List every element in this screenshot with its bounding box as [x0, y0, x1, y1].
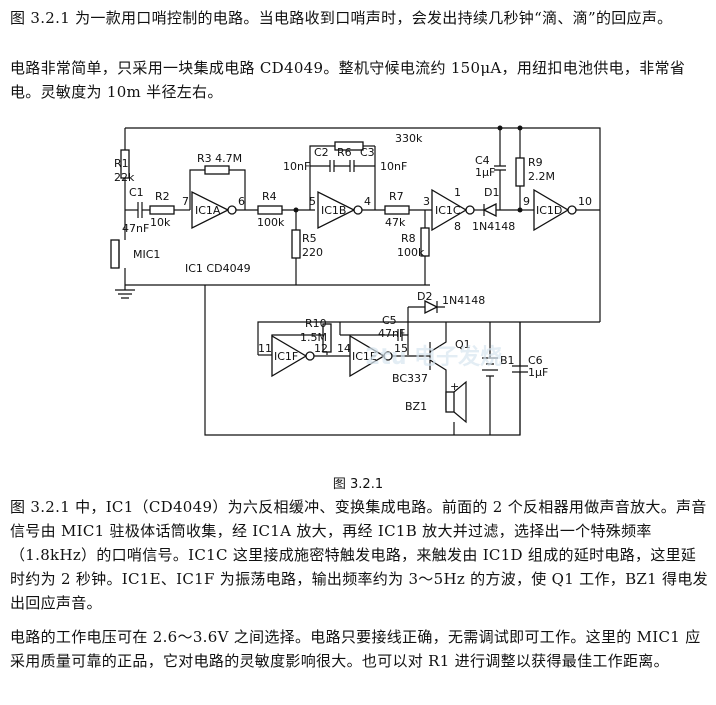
bz1-buzzer — [445, 391, 455, 413]
r2-value: 10k — [150, 216, 171, 229]
c2-label: C2 — [314, 146, 329, 159]
ic1a-inverter — [191, 190, 230, 230]
r9-value: 2.2M — [528, 170, 555, 183]
c1-label: C1 — [129, 186, 144, 199]
c3-value: 10nF — [380, 160, 407, 173]
pin12: 12 — [314, 342, 328, 355]
pin9: 9 — [523, 195, 530, 208]
pin5: 5 — [309, 195, 316, 208]
ic1b-label: IC1B — [321, 204, 346, 217]
r1-label: R1 — [114, 157, 129, 170]
r5-resistor — [291, 229, 301, 259]
r5-label: R5 — [302, 232, 317, 245]
pin11: 11 — [258, 342, 272, 355]
r8-label: R8 — [401, 232, 416, 245]
figure-caption: 图 3.2.1 — [332, 477, 384, 492]
pin6: 6 — [238, 195, 245, 208]
c6-value: 1μF — [528, 366, 548, 379]
pin8: 8 — [454, 220, 461, 233]
r9-resistor — [515, 157, 525, 187]
pin1: 1 — [454, 186, 461, 199]
c4-label: C4 — [475, 154, 490, 167]
pin14: 14 — [337, 342, 351, 355]
q1-label: Q1 — [455, 338, 471, 351]
mic1-label: MIC1 — [133, 248, 160, 261]
d2-value: 1N4148 — [442, 294, 485, 307]
r6-value: 330k — [395, 132, 423, 145]
r7-value: 47k — [385, 216, 406, 229]
r10-label: R10 — [305, 317, 327, 330]
body-paragraph-2: 电路的工作电压可在 2.6～3.6V 之间选择。电路只要接线正确，无需调试即可工… — [10, 628, 701, 670]
r4-value: 100k — [257, 216, 285, 229]
ic1e-label: IC1E — [352, 350, 377, 363]
ic1c-label: IC1C — [435, 204, 461, 217]
r8-value: 100k — [397, 246, 425, 259]
r3-resistor — [204, 165, 230, 175]
top-rail — [125, 127, 601, 322]
r3-label: R3 4.7M — [197, 152, 242, 165]
r1-value: 22k — [114, 171, 135, 184]
c2-value: 10nF — [283, 160, 310, 173]
ic1d-inverter — [533, 188, 570, 232]
d2-label: D2 — [417, 290, 432, 303]
c6-label: C6 — [528, 354, 543, 367]
bz1-plus: + — [450, 380, 459, 393]
ic1-label: IC1 CD4049 — [185, 262, 251, 275]
intro-paragraph-1: 图 3.2.1 为一款用口哨控制的电路。当电路收到口哨声时，会发出持续几秒钟“滴… — [10, 9, 673, 27]
pin4: 4 — [364, 195, 371, 208]
b1-label: B1 — [500, 354, 515, 367]
r2-label: R2 — [155, 190, 170, 203]
d1-label: D1 — [484, 186, 499, 199]
r5-value: 220 — [302, 246, 323, 259]
circuit-schematic: R1 22k C1 47nF R2 10k MIC1 R3 4.7M IC1A … — [110, 125, 601, 436]
r4-resistor — [257, 205, 283, 215]
r10-value: 1.5M — [300, 331, 327, 344]
d2-diode — [424, 299, 439, 315]
watermark: 2tu 电子发烧 — [365, 344, 502, 370]
pin7: 7 — [182, 195, 189, 208]
q1-value: BC337 — [392, 372, 428, 385]
ic1c-inverter — [431, 188, 468, 232]
r7-resistor — [384, 205, 410, 215]
mic1-symbol — [110, 239, 120, 269]
c4-value: 1μF — [475, 166, 495, 179]
r2-resistor — [149, 205, 175, 215]
r7-label: R7 — [389, 190, 404, 203]
bz1-label: BZ1 — [405, 400, 427, 413]
r10-resistor — [322, 323, 332, 353]
r9-label: R9 — [528, 156, 543, 169]
ic1e-inverter — [349, 334, 386, 378]
c5-label: C5 — [382, 314, 397, 327]
c3-label: C3 — [360, 146, 375, 159]
ic1b-inverter — [317, 190, 356, 230]
pin15: 15 — [394, 342, 408, 355]
ic1f-inverter — [271, 334, 308, 378]
body-paragraph-1: 图 3.2.1 中，IC1（CD4049）为六反相缓冲、变换集成电路。前面的 2… — [10, 498, 708, 612]
r6-label: R6 — [337, 146, 352, 159]
c5-value: 47nF — [378, 327, 405, 340]
d1-value: 1N4148 — [472, 220, 515, 233]
pin10: 10 — [578, 195, 592, 208]
intro-paragraph-2: 电路非常简单，只采用一块集成电路 CD4049。整机守候电流约 150μA，用纽… — [10, 59, 686, 101]
r4-label: R4 — [262, 190, 277, 203]
pin3: 3 — [423, 195, 430, 208]
ic1d-label: IC1D — [536, 204, 562, 217]
d1-diode — [482, 202, 497, 218]
c1-value: 47nF — [122, 222, 149, 235]
ic1a-label: IC1A — [195, 204, 221, 217]
ic1f-label: IC1F — [274, 350, 298, 363]
